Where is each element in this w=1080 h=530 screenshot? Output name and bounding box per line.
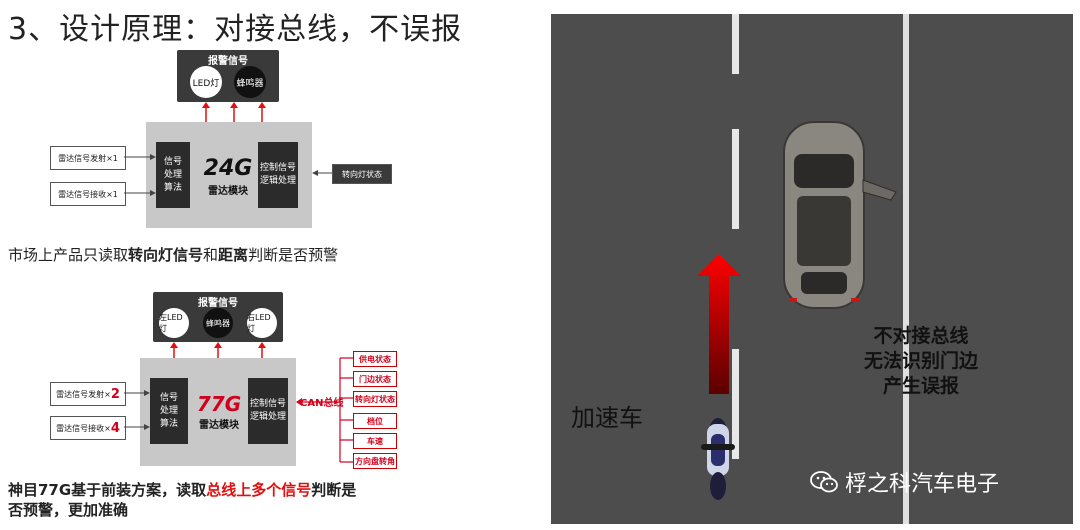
caption-1-bold-1: 转向灯信号 xyxy=(128,246,204,264)
signal-processing-block: 信号 处理 算法 xyxy=(156,142,190,208)
warning-line: 无法识别门边 xyxy=(863,350,978,372)
caption-2: 神目77G基于前装方案，读取总线上多个信号判断是 否预警，更加准确 xyxy=(8,480,356,520)
caption-1-post: 判断是否预警 xyxy=(248,246,339,264)
alarm-title: 报警信号 xyxy=(208,56,248,67)
caption-2-highlight: 总线上多个信号 xyxy=(206,481,312,499)
can-bus-label: CAN总线 xyxy=(300,398,344,409)
signal-proc-line: 信号 xyxy=(163,156,182,167)
alarm-signal-box-2: 报警信号 左LED灯 蜂鸣器 右LED灯 xyxy=(153,292,283,342)
caption-1-bold-2: 距离 xyxy=(218,246,249,264)
control-line: 逻辑处理 xyxy=(259,176,296,186)
bus-item-steering: 方向盘转角 xyxy=(353,453,397,469)
control-line: 控制信号 xyxy=(259,163,296,173)
watermark: 桴之科汽车电子 xyxy=(809,466,999,498)
warning-line: 产生误报 xyxy=(882,375,959,397)
alarm-arrows xyxy=(202,102,266,122)
caption-1-mid: 和 xyxy=(203,246,219,264)
caption-2-line-1: 神目77G基于前装方案，读取总线上多个信号判断是 xyxy=(8,480,356,500)
signal-processing-block-2: 信号 处理 算法 xyxy=(150,378,188,444)
caption-1-pre: 市场上产品只读取 xyxy=(8,246,129,264)
can-bus-lines xyxy=(296,357,354,463)
module-name: 雷达模块 xyxy=(208,186,248,197)
diagram-24g: 报警信号 LED灯 蜂鸣器 信号 处理 算法 24G 雷达模块 控制信号 逻辑处… xyxy=(0,40,520,240)
radar-rx-label: 雷达信号接收×1 xyxy=(50,182,126,206)
radar-tx-text: 雷达信号发射×1 xyxy=(58,153,118,163)
motorcycle-icon xyxy=(701,418,735,500)
left-led-indicator: 左LED灯 xyxy=(159,308,189,338)
radar-tx-label-2: 雷达信号发射×2 xyxy=(50,382,126,406)
radar-rx-label-2: 雷达信号接收×4 xyxy=(50,416,126,440)
bus-item-speed: 车速 xyxy=(353,433,397,449)
warning-line: 不对接总线 xyxy=(873,325,969,347)
control-logic-block: 控制信号 逻辑处理 xyxy=(258,142,298,208)
buzzer-indicator: 蜂鸣器 xyxy=(234,66,266,98)
bus-item-gear: 档位 xyxy=(353,413,397,429)
alarm-arrows-2 xyxy=(170,342,266,358)
bus-item-power: 供电状态 xyxy=(353,351,397,367)
road-markings xyxy=(697,14,909,524)
radar-module-box: 信号 处理 算法 24G 雷达模块 控制信号 逻辑处理 xyxy=(146,122,312,228)
bus-item-door: 门边状态 xyxy=(353,371,397,387)
bus-item-turn-signal: 转向灯状态 xyxy=(353,391,397,407)
caption-2-post: 判断是 xyxy=(311,481,357,499)
false-alarm-warning: 不对接总线 无法识别门边 产生误报 xyxy=(841,324,1001,399)
caption-2-line-2: 否预警，更加准确 xyxy=(8,501,129,519)
radar-tx-count: 2 xyxy=(110,386,120,402)
led-indicator: LED灯 xyxy=(190,66,222,98)
accelerating-vehicle-label: 加速车 xyxy=(571,404,643,432)
signal-proc-line: 处理 xyxy=(163,169,182,180)
radar-rx-text: 雷达信号接收×1 xyxy=(58,189,118,199)
buzzer-indicator-2: 蜂鸣器 xyxy=(203,308,233,338)
turn-signal-label: 转向灯状态 xyxy=(332,164,392,184)
signal-proc-line: 算法 xyxy=(163,182,182,193)
right-led-indicator: 右LED灯 xyxy=(247,308,277,338)
turn-signal-arrow xyxy=(312,170,332,176)
signal-proc-line: 算法 xyxy=(159,418,178,429)
radar-module-box-2: 信号 处理 算法 77G 雷达模块 控制信号 逻辑处理 xyxy=(140,358,296,466)
module-brand: 24G xyxy=(203,156,253,181)
caption-1: 市场上产品只读取转向灯信号和距离判断是否预警 xyxy=(8,244,338,265)
signal-proc-line: 信号 xyxy=(159,392,178,403)
road-illustration: 加速车 不对接总线 无法识别门边 产生误报 桴之科汽车电子 xyxy=(551,14,1073,524)
radar-tx-text-2: 雷达信号发射× xyxy=(56,389,111,399)
radar-rx-text-2: 雷达信号接收× xyxy=(56,423,111,433)
input-arrows-2 xyxy=(124,390,150,430)
input-arrows xyxy=(124,154,156,196)
caption-2-pre: 神目77G基于前装方案，读取 xyxy=(8,481,207,499)
module-brand-2: 77G xyxy=(196,392,242,416)
module-name-2: 雷达模块 xyxy=(199,420,239,431)
alarm-title-2: 报警信号 xyxy=(198,298,238,309)
watermark-text: 桴之科汽车电子 xyxy=(845,472,1000,497)
alarm-signal-box: 报警信号 LED灯 蜂鸣器 xyxy=(177,50,279,102)
car-icon xyxy=(783,121,897,309)
control-line: 控制信号 xyxy=(249,399,286,409)
control-logic-block-2: 控制信号 逻辑处理 xyxy=(248,378,288,444)
wechat-icon xyxy=(810,471,838,493)
turn-signal-text: 转向灯状态 xyxy=(342,169,382,179)
radar-tx-label: 雷达信号发射×1 xyxy=(50,146,126,170)
diagram-77g: 报警信号 左LED灯 蜂鸣器 右LED灯 信号 处理 算法 77G 雷达模块 控… xyxy=(0,290,520,470)
radar-rx-count: 4 xyxy=(110,420,120,436)
control-line: 逻辑处理 xyxy=(249,412,286,422)
signal-proc-line: 处理 xyxy=(159,405,178,416)
page-title: 3、设计原理：对接总线，不误报 xyxy=(8,12,463,47)
